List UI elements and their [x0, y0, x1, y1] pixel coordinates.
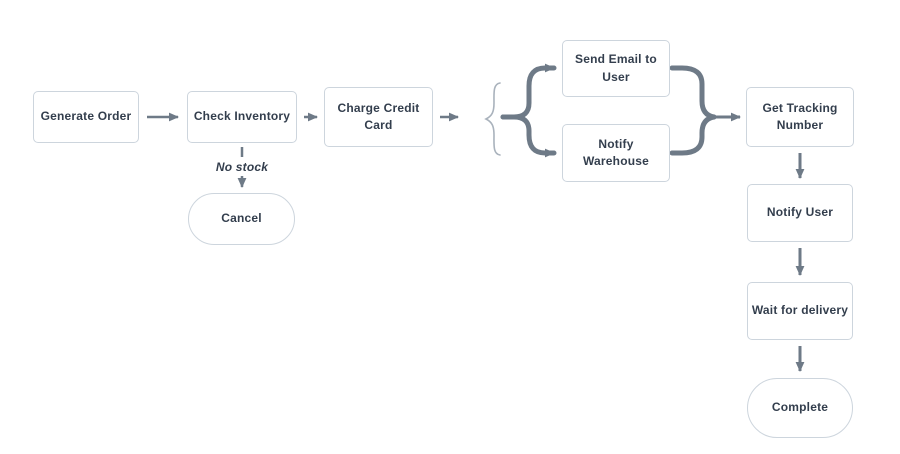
node-wait-for-delivery[interactable]: Wait for delivery [747, 282, 853, 340]
node-label: Notify User [766, 205, 834, 220]
node-label: Send Email to User [575, 52, 657, 84]
connector-notify-warehouse-to-join [669, 114, 717, 156]
node-notify-user[interactable]: Notify User [747, 184, 853, 242]
node-send-email-to-user[interactable]: Send Email to User [562, 40, 670, 97]
node-label: Charge Credit Card [337, 100, 420, 132]
node-get-tracking-number[interactable]: Get Tracking Number [746, 87, 854, 147]
node-charge-credit-card[interactable]: Charge Credit Card [324, 87, 433, 147]
node-label: Generate Order [40, 109, 132, 124]
node-label: Cancel [221, 211, 262, 226]
node-label: Get Tracking Number [762, 100, 838, 132]
connector-send-email-to-join [669, 65, 717, 120]
node-label: Wait for delivery [751, 303, 849, 318]
node-complete[interactable]: Complete [747, 378, 853, 438]
node-check-inventory[interactable]: Check Inventory [187, 91, 297, 143]
node-notify-warehouse[interactable]: Notify Warehouse [562, 124, 670, 182]
connector-fork-to-notify-warehouse [500, 114, 557, 158]
node-label: Complete [771, 400, 829, 415]
node-generate-order[interactable]: Generate Order [33, 91, 139, 143]
edge-label-no-stock: No stock [215, 160, 269, 174]
parallel-brace-icon [484, 82, 501, 156]
node-cancel[interactable]: Cancel [188, 193, 295, 245]
connector-fork-to-send-email [500, 63, 557, 120]
node-label: Check Inventory [193, 109, 291, 124]
node-label: Notify Warehouse [582, 136, 650, 168]
